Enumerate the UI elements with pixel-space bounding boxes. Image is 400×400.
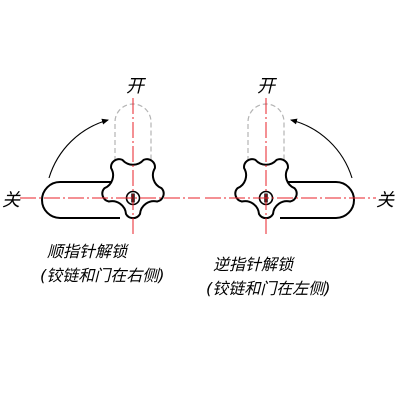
left-rotation-arrow xyxy=(48,118,109,179)
left-closed-handle xyxy=(41,181,120,219)
right-caption-line1: 逆指针解锁 xyxy=(213,255,295,274)
right-caption-line2: (铰链和门在左侧) xyxy=(206,279,331,298)
right-star-knob xyxy=(234,158,298,220)
left-caption-line1: 顺指针解锁 xyxy=(47,242,129,261)
left-open-label: 开 xyxy=(126,76,147,97)
right-rotation-arrow xyxy=(290,118,353,179)
left-star-knob xyxy=(101,158,165,220)
right-closed-handle xyxy=(280,181,355,219)
right-close-label: 关 xyxy=(376,190,395,211)
right-lock xyxy=(205,98,376,236)
left-close-label: 关 xyxy=(2,190,21,211)
right-open-label: 开 xyxy=(257,76,278,97)
left-caption-line2: (铰链和门在右侧) xyxy=(40,266,165,285)
left-lock xyxy=(20,98,200,236)
